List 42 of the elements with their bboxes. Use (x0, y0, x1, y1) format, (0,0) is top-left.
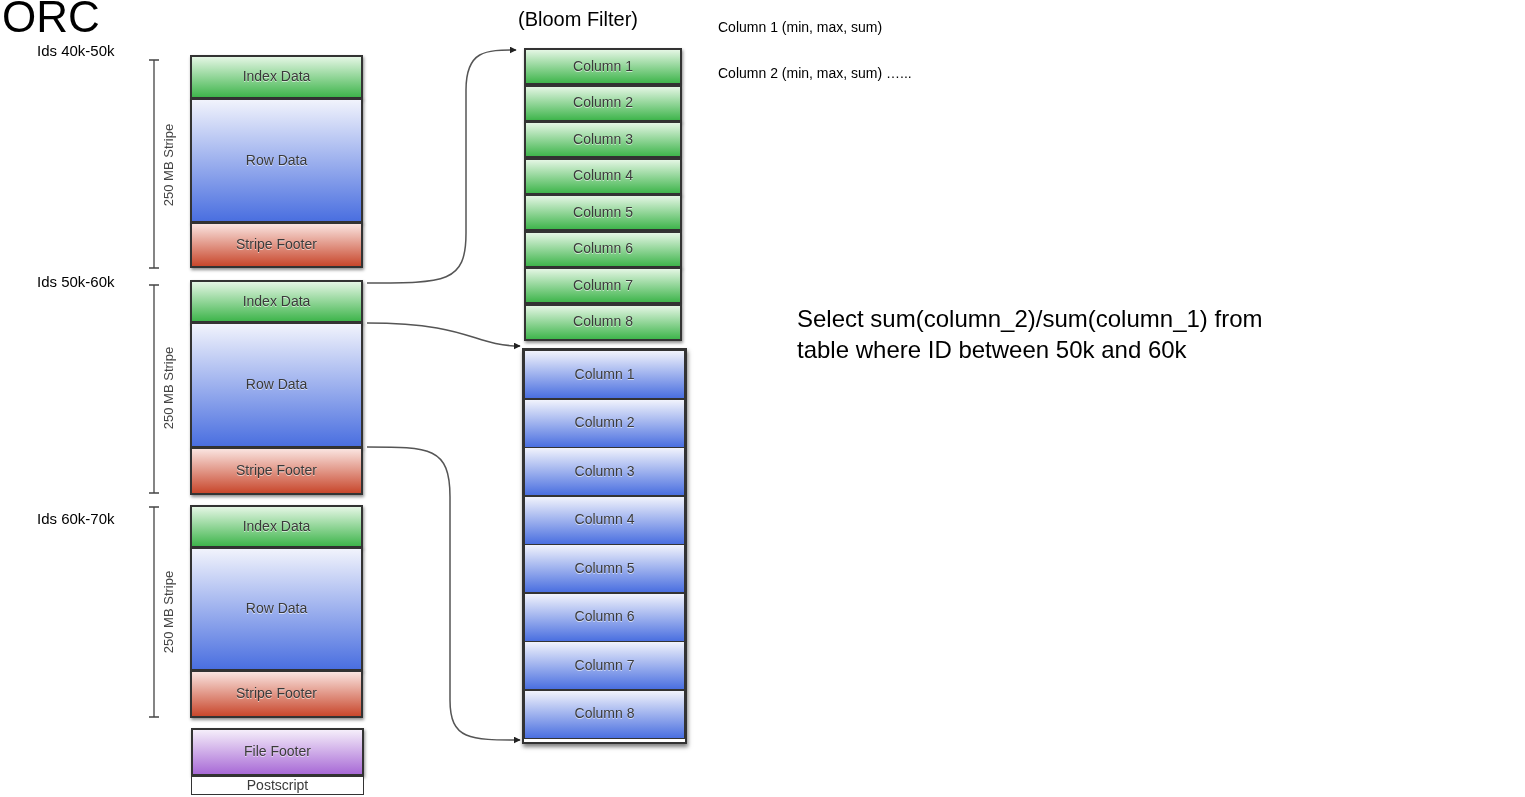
column-segment: Column 8 (524, 689, 685, 739)
column-segment: Column 7 (524, 267, 682, 304)
column-segment: Column 2 (524, 84, 682, 122)
index-data-segment: Index Data (190, 280, 363, 323)
column-segment: Column 2 (524, 398, 685, 448)
stripe-size-label: 250 MB Stripe (160, 570, 176, 654)
id-range-label: Ids 60k-70k (37, 510, 115, 527)
postscript-segment: Postscript (191, 776, 364, 795)
id-range-label: Ids 40k-50k (37, 42, 115, 59)
column-segment: Column 8 (524, 303, 682, 341)
column-segment: Column 3 (524, 121, 682, 158)
column-segment: Column 1 (524, 48, 682, 85)
index-data-segment: Index Data (190, 55, 363, 99)
column-stats-note: Column 1 (min, max, sum) (718, 19, 883, 35)
stripe-size-label: 250 MB Stripe (160, 123, 176, 207)
column-segment: Column 4 (524, 157, 682, 195)
column-stats-note: Column 2 (min, max, sum) …... (718, 65, 912, 81)
row-data-segment: Row Data (190, 547, 363, 671)
column-segment: Column 6 (524, 592, 685, 642)
column-segment: Column 6 (524, 230, 682, 268)
column-segment: Column 5 (524, 194, 682, 231)
file-footer-segment: File Footer (191, 728, 364, 776)
stack-heading: (Bloom Filter) (518, 8, 638, 31)
arrow (366, 322, 521, 350)
column-segment: Column 1 (524, 350, 685, 399)
column-segment: Column 3 (524, 447, 685, 496)
column-stack (522, 348, 687, 744)
query-text: Select sum(column_2)/sum(column_1) from table where ID between 50k and 60k (797, 304, 1264, 366)
stripe-footer-segment: Stripe Footer (190, 670, 363, 718)
row-data-segment: Row Data (190, 322, 363, 448)
id-range-label: Ids 50k-60k (37, 273, 115, 290)
stripe-footer-segment: Stripe Footer (190, 447, 363, 495)
arrow (366, 46, 517, 284)
stripe-footer-segment: Stripe Footer (190, 222, 363, 268)
column-segment: Column 5 (524, 544, 685, 593)
row-data-segment: Row Data (190, 98, 363, 223)
column-segment: Column 7 (524, 641, 685, 690)
column-segment: Column 4 (524, 495, 685, 545)
title: ORC (2, 0, 100, 42)
arrow (366, 446, 521, 744)
stripe-size-label: 250 MB Stripe (160, 346, 176, 430)
index-data-segment: Index Data (190, 505, 363, 548)
